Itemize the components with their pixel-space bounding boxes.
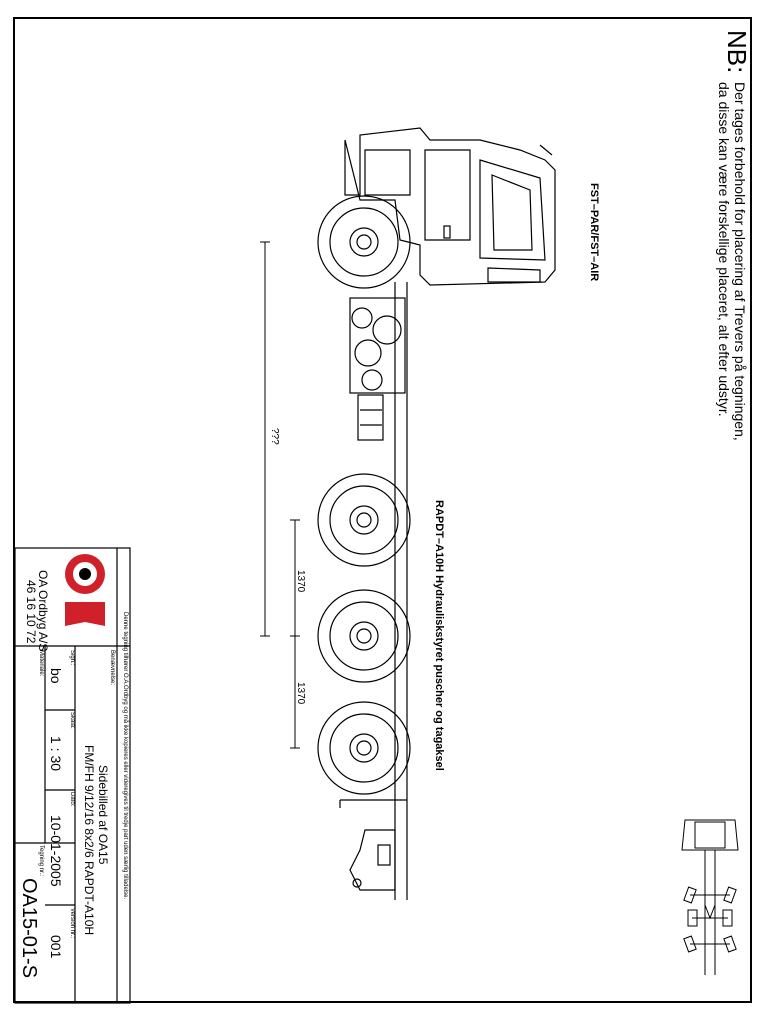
rear-coupling bbox=[349, 829, 396, 891]
skala-label: Skala: bbox=[69, 712, 75, 729]
company-name: OA Ordbyg A/S bbox=[36, 570, 50, 652]
company-phone: 46 16 10 72 bbox=[24, 580, 38, 644]
drawing-frame bbox=[13, 17, 752, 1003]
title-block-grid bbox=[14, 547, 131, 1004]
skala-value: 1 : 30 bbox=[48, 736, 64, 772]
dato-label: Dato: bbox=[69, 792, 75, 807]
axle-spacing-label-2: 1370 bbox=[295, 682, 306, 705]
note-line-1: Der tages forbehold for placering af Tre… bbox=[732, 82, 748, 441]
front-axle-label: FST–PAR/FST–AIR bbox=[588, 183, 600, 282]
chassis-components bbox=[349, 297, 406, 441]
tegning-label: Tegning nr.: bbox=[38, 845, 44, 877]
dimension-lines bbox=[260, 241, 300, 749]
drawing-title-1: Sidebilled af OA15 bbox=[96, 765, 110, 865]
note-head: NB: bbox=[722, 30, 752, 74]
oa-logo bbox=[65, 554, 105, 626]
dato-value: 10-01-2005 bbox=[48, 815, 64, 887]
version-label: Version nr.: bbox=[69, 908, 75, 939]
sign-label: Sign.: bbox=[69, 650, 75, 666]
front-wheel bbox=[317, 195, 411, 289]
sign-value: bo bbox=[48, 668, 64, 684]
rear-wheel-2 bbox=[317, 589, 411, 683]
rear-wheel-1 bbox=[317, 473, 411, 567]
truck-cab bbox=[344, 127, 556, 286]
tegning-value: OA15-01-S bbox=[18, 878, 40, 979]
chassis-frame bbox=[339, 282, 408, 900]
version-value: 001 bbox=[48, 935, 64, 959]
drawing-title-2: FM/FH 9/12/16 8x2/6 RAPDT-A10H bbox=[82, 745, 96, 936]
rear-wheel-3 bbox=[317, 701, 411, 795]
wheelbase-label: ??? bbox=[269, 428, 280, 445]
disclaimer: Denne tegning tilhører O.A.Ordbyg og må … bbox=[122, 612, 128, 900]
note-line-2: da disse kan være forskellige placeret, … bbox=[716, 82, 732, 417]
rear-axles-label: RAPDT–A10H Hydrauliskstyret puscher og t… bbox=[433, 500, 445, 771]
axle-spacing-label-1: 1370 bbox=[295, 570, 306, 593]
axle-schematic bbox=[681, 819, 739, 975]
benaevnelse-label: Benævnelse: bbox=[109, 650, 115, 686]
materiale-label: Materiale: bbox=[38, 650, 44, 677]
